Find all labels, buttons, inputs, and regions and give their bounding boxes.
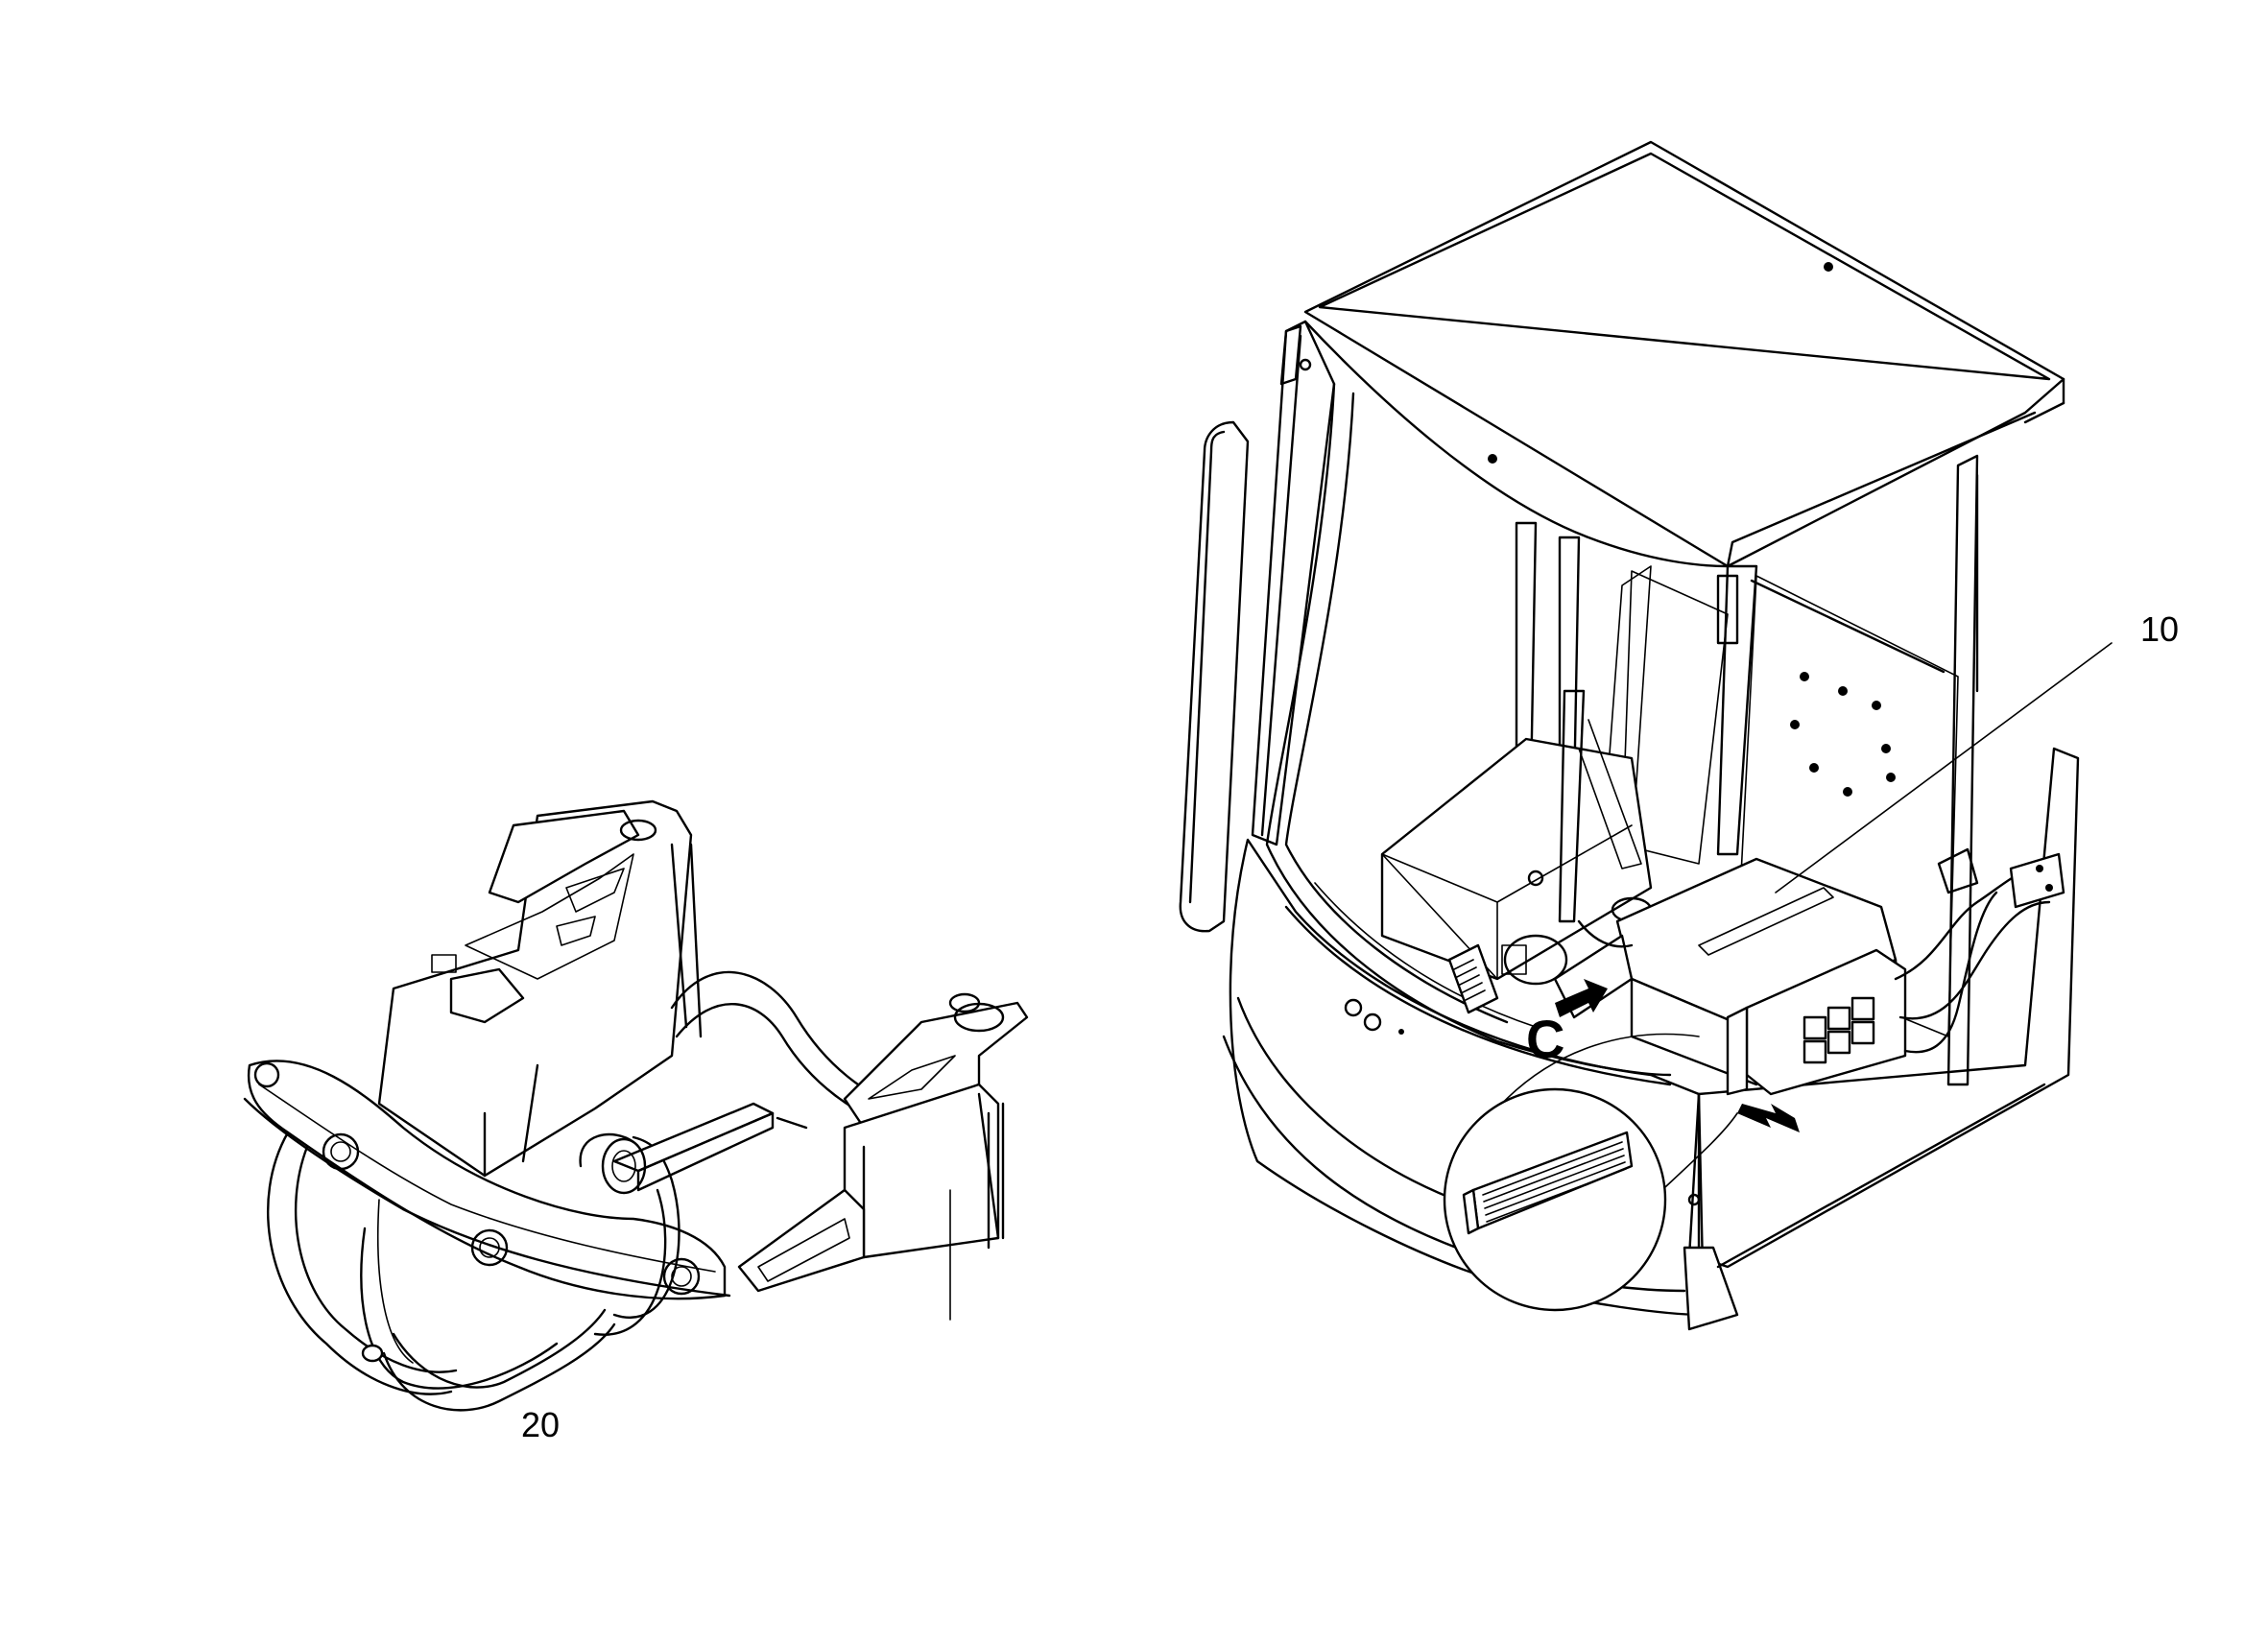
center-console	[377, 799, 703, 1178]
filter-hatch-large	[1482, 1141, 1627, 1223]
arrow-icon	[1737, 1104, 1800, 1132]
cab-left-pillar	[1179, 320, 1336, 933]
middle-duct	[579, 1102, 808, 1195]
flex-hoses	[266, 970, 914, 1412]
callout-10-label: 10	[2140, 609, 2179, 649]
cab-rear-wall	[1736, 575, 1959, 1037]
duct-assembly	[243, 799, 1029, 1412]
leader-line-10	[1775, 642, 2113, 893]
cab-windshield-frame	[1265, 382, 1672, 1077]
view-marker-label: C	[1526, 1009, 1564, 1069]
front-dash-duct	[243, 1060, 731, 1300]
cab-assembly	[1179, 140, 2113, 1331]
cab-right-panel	[1683, 747, 2080, 1331]
view-arrows	[1555, 979, 1800, 1132]
cab-air-filter	[1447, 943, 1499, 1014]
filter-hatch-small	[1453, 959, 1486, 1001]
cab-heater-hoses	[1894, 847, 2065, 1054]
callout-20-label: 20	[521, 1405, 560, 1444]
arrow-icon	[1555, 979, 1608, 1017]
cab-roof	[1303, 140, 2065, 568]
heater-vent-grid	[1802, 996, 1875, 1064]
side-duct	[737, 992, 1029, 1293]
filter-detail-inset	[1443, 1033, 1738, 1312]
